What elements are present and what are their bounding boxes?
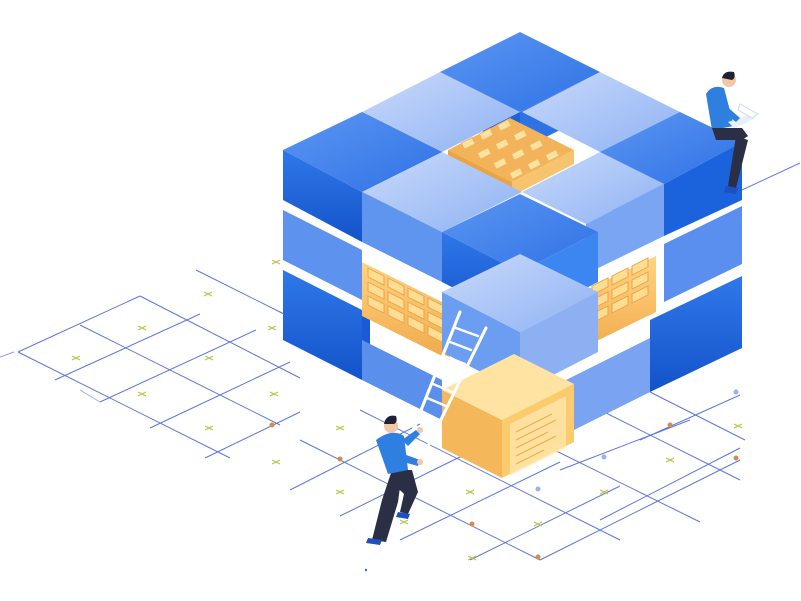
right-guide-line [741, 162, 801, 191]
cube-block [362, 152, 522, 282]
ladder-icon [408, 310, 488, 448]
cube-block [522, 152, 664, 274]
grid-node-dots [269, 389, 739, 560]
person-icon [706, 71, 759, 194]
cube-block [566, 338, 650, 434]
floor-dot [364, 568, 368, 572]
cube-block [362, 340, 442, 420]
gold-bars-left [362, 262, 450, 360]
left-grid-lines [0, 269, 301, 459]
cube-block [283, 210, 362, 300]
grid-cross-markers [71, 259, 743, 561]
cube-block [650, 276, 742, 392]
laptop-icon [728, 103, 759, 128]
data-cube [283, 32, 742, 478]
person-icon [366, 415, 423, 545]
cube-block [664, 206, 742, 302]
document-box-icon [442, 354, 574, 478]
